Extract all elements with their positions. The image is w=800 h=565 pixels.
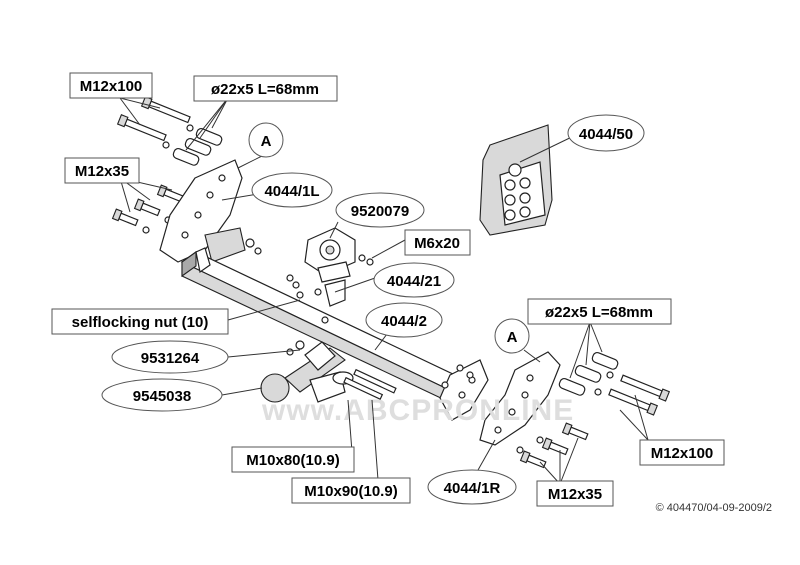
bracket-4044-1L bbox=[159, 159, 246, 263]
svg-text:M12x35: M12x35 bbox=[75, 163, 129, 180]
hardware-nuts-center bbox=[245, 238, 474, 389]
svg-text:9531264: 9531264 bbox=[141, 350, 200, 367]
plate-4044-21 bbox=[324, 279, 346, 307]
watermark-text: www.ABCPRONLINE bbox=[261, 394, 574, 427]
svg-text:M12x35: M12x35 bbox=[548, 486, 602, 503]
label-m6x20: M6x20 bbox=[404, 229, 471, 256]
label-bracket-4044-1R: 4044/1R bbox=[427, 469, 517, 505]
svg-text:M10x90(10.9): M10x90(10.9) bbox=[304, 483, 397, 500]
bolt-group-m12x100-left bbox=[116, 96, 194, 149]
svg-text:A: A bbox=[261, 133, 272, 150]
copyright-text: © 404470/04-09-2009/2 bbox=[656, 502, 772, 514]
svg-text:4044/50: 4044/50 bbox=[579, 126, 633, 143]
label-spacer-top: ø22x5 L=68mm bbox=[193, 75, 338, 102]
beam-end-plate-right bbox=[439, 359, 489, 421]
label-selflocking-nut: selflocking nut (10) bbox=[51, 308, 229, 335]
label-bracket-4044-50: 4044/50 bbox=[567, 114, 645, 152]
screws-m6x20 bbox=[358, 254, 374, 266]
svg-text:9520079: 9520079 bbox=[351, 203, 409, 220]
label-m10x90: M10x90(10.9) bbox=[291, 477, 411, 504]
label-m10x80: M10x80(10.9) bbox=[231, 446, 355, 473]
svg-text:M10x80(10.9): M10x80(10.9) bbox=[246, 452, 339, 469]
towball-9545038 bbox=[260, 341, 354, 403]
bolts-m10 bbox=[343, 368, 397, 400]
svg-text:ø22x5 L=68mm: ø22x5 L=68mm bbox=[545, 304, 653, 321]
svg-text:M12x100: M12x100 bbox=[80, 78, 143, 95]
label-ball-9545038: 9545038 bbox=[101, 378, 223, 412]
label-bracket-4044-1L: 4044/1L bbox=[251, 172, 333, 208]
label-spacer-right: ø22x5 L=68mm bbox=[527, 298, 672, 325]
label-m12x35-right: M12x35 bbox=[536, 480, 614, 507]
bolt-group-m12x100-right bbox=[594, 371, 671, 416]
bracket-4044-1R bbox=[479, 351, 561, 446]
svg-text:4044/1R: 4044/1R bbox=[444, 480, 501, 497]
label-part-9531264: 9531264 bbox=[111, 340, 229, 374]
spacer-tubes-left bbox=[172, 127, 223, 166]
svg-text:4044/21: 4044/21 bbox=[387, 273, 441, 290]
label-m12x35-left: M12x35 bbox=[64, 157, 140, 184]
svg-text:A: A bbox=[507, 329, 518, 346]
callout-a-top: A bbox=[248, 122, 284, 158]
bolt-group-m12x35-left bbox=[111, 184, 184, 234]
svg-text:M12x100: M12x100 bbox=[651, 445, 714, 462]
label-m12x100-right: M12x100 bbox=[639, 439, 725, 466]
label-plate-4044-21: 4044/21 bbox=[373, 262, 455, 298]
svg-text:4044/1L: 4044/1L bbox=[264, 183, 319, 200]
label-main-beam-4044-2: 4044/2 bbox=[365, 302, 443, 338]
callout-a-right: A bbox=[494, 318, 530, 354]
svg-text:4044/2: 4044/2 bbox=[381, 313, 427, 330]
bracket-detail-4044-50 bbox=[479, 124, 553, 236]
socket-plate-9520079 bbox=[304, 227, 356, 283]
spacer-tubes-right bbox=[558, 351, 619, 396]
svg-text:selflocking nut (10): selflocking nut (10) bbox=[72, 314, 209, 331]
label-socket-plate-9520079: 9520079 bbox=[335, 192, 425, 228]
svg-text:9545038: 9545038 bbox=[133, 388, 191, 405]
label-m12x100-top: M12x100 bbox=[69, 72, 153, 99]
svg-text:M6x20: M6x20 bbox=[414, 235, 460, 252]
svg-text:ø22x5 L=68mm: ø22x5 L=68mm bbox=[211, 81, 319, 98]
bolt-group-m12x35-right bbox=[516, 422, 589, 469]
